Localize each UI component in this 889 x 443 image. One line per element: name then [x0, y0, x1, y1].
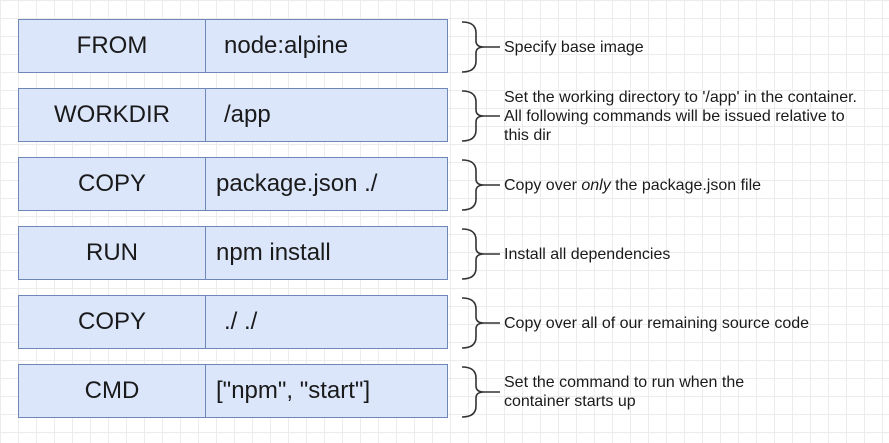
instruction-keyword: FROM [19, 20, 206, 72]
instruction-argument: ["npm", "start"] [216, 377, 371, 404]
curly-brace-icon [461, 297, 500, 349]
instruction-keyword: WORKDIR [19, 89, 206, 141]
instruction-box: FROM node:alpine [18, 19, 448, 73]
instruction-box: COPY ./ ./ [18, 295, 448, 349]
curly-brace-icon [461, 366, 500, 418]
instruction-row-cmd: CMD ["npm", "start"] Set the command to … [0, 364, 889, 420]
instruction-description: Set the command to run when the containe… [504, 374, 745, 410]
curly-brace-icon [461, 228, 500, 280]
curly-brace-icon [461, 159, 500, 211]
instruction-description: Copy over only the package.json file [504, 176, 762, 194]
curly-brace-icon [461, 21, 500, 73]
instruction-description: Copy over all of our remaining source co… [504, 314, 810, 332]
instruction-box: RUN npm install [18, 226, 448, 280]
instruction-argument: ./ ./ [224, 308, 258, 335]
instruction-keyword: RUN [19, 227, 206, 279]
instruction-row-run: RUN npm install Install all dependencies [0, 226, 889, 282]
instruction-argument: /app [224, 101, 271, 128]
instruction-box: COPY package.json ./ [18, 157, 448, 211]
instruction-description: Install all dependencies [504, 245, 671, 263]
instruction-argument: node:alpine [224, 32, 349, 59]
instruction-argument: npm install [216, 239, 331, 266]
instruction-keyword: CMD [19, 365, 206, 417]
instruction-box: CMD ["npm", "start"] [18, 364, 448, 418]
instruction-description: Set the working directory to '/app' in t… [504, 88, 857, 144]
instruction-keyword: COPY [19, 296, 206, 348]
instruction-row-copy-package: COPY package.json ./ Copy over only the … [0, 157, 889, 213]
curly-brace-icon [461, 90, 500, 142]
instruction-box: WORKDIR /app [18, 88, 448, 142]
instruction-row-from: FROM node:alpine Specify base image [0, 19, 889, 75]
instruction-keyword: COPY [19, 158, 206, 210]
instruction-row-workdir: WORKDIR /app Set the working directory t… [0, 88, 889, 144]
instruction-row-copy-source: COPY ./ ./ Copy over all of our remainin… [0, 295, 889, 351]
instruction-description: Specify base image [504, 38, 644, 56]
instruction-argument: package.json ./ [216, 170, 378, 197]
